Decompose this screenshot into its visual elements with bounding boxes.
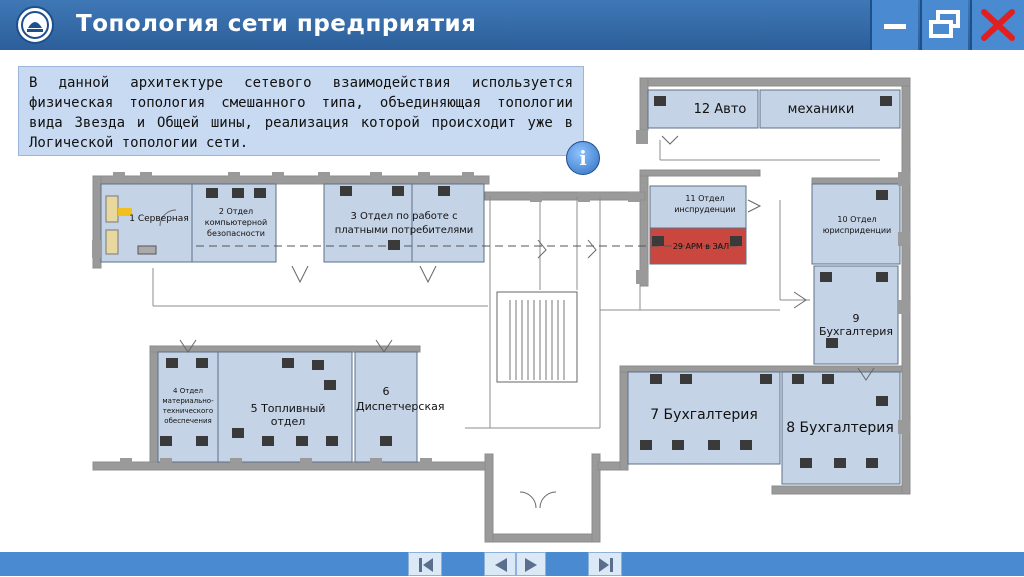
last-page-button[interactable]: [588, 552, 622, 576]
room-label-mechanics: механики: [787, 102, 855, 117]
restore-button[interactable]: [920, 0, 968, 50]
skip-back-icon: [419, 558, 433, 572]
restore-icon: [929, 10, 960, 38]
close-icon: [981, 9, 1015, 41]
room-label-security: 2 Отдел компьютерной безопасности: [204, 207, 268, 238]
room-label-dispatch: 6 Диспетчерская: [356, 385, 445, 413]
skip-forward-icon: [599, 558, 613, 572]
room-label-server: 1 Серверная: [129, 214, 189, 224]
room-label-fuel: 5 Топливный отдел: [250, 402, 326, 428]
info-icon[interactable]: i: [566, 141, 600, 175]
arrow-right-icon: [525, 558, 537, 572]
room-label-auto: 12 Авто: [693, 102, 747, 117]
previous-button[interactable]: [484, 552, 516, 576]
room-label-accounting-8: 8 Бухгалтерия: [786, 420, 894, 436]
room-label-logistics: 4 Отдел материально-технического обеспеч…: [162, 387, 214, 425]
room-label-accounting-9: 9 Бухгалтерия: [818, 312, 894, 338]
room-label-legal: 10 Отдел юрисприденции: [822, 215, 892, 235]
app-logo-icon: [16, 6, 54, 44]
title-bar: Топология сети предприятия: [0, 0, 1024, 50]
arrow-left-icon: [495, 558, 507, 572]
first-page-button[interactable]: [408, 552, 442, 576]
close-button[interactable]: [970, 0, 1024, 50]
description-text: В данной архитектуре сетевого взаимодейс…: [18, 66, 584, 156]
next-button[interactable]: [516, 552, 546, 576]
minimize-button[interactable]: [870, 0, 918, 50]
room-label-inspection: 11 Отдел инспруденции: [674, 194, 736, 214]
page-title: Топология сети предприятия: [76, 11, 477, 37]
room-label-arm: 29 АРМ в ЗАЛ: [672, 242, 730, 251]
minimize-icon: [884, 24, 906, 29]
room-label-accounting-7: 7 Бухгалтерия: [650, 407, 758, 423]
room-label-paid-consumers: 3 Отдел по работе с платными потребителя…: [334, 211, 474, 236]
